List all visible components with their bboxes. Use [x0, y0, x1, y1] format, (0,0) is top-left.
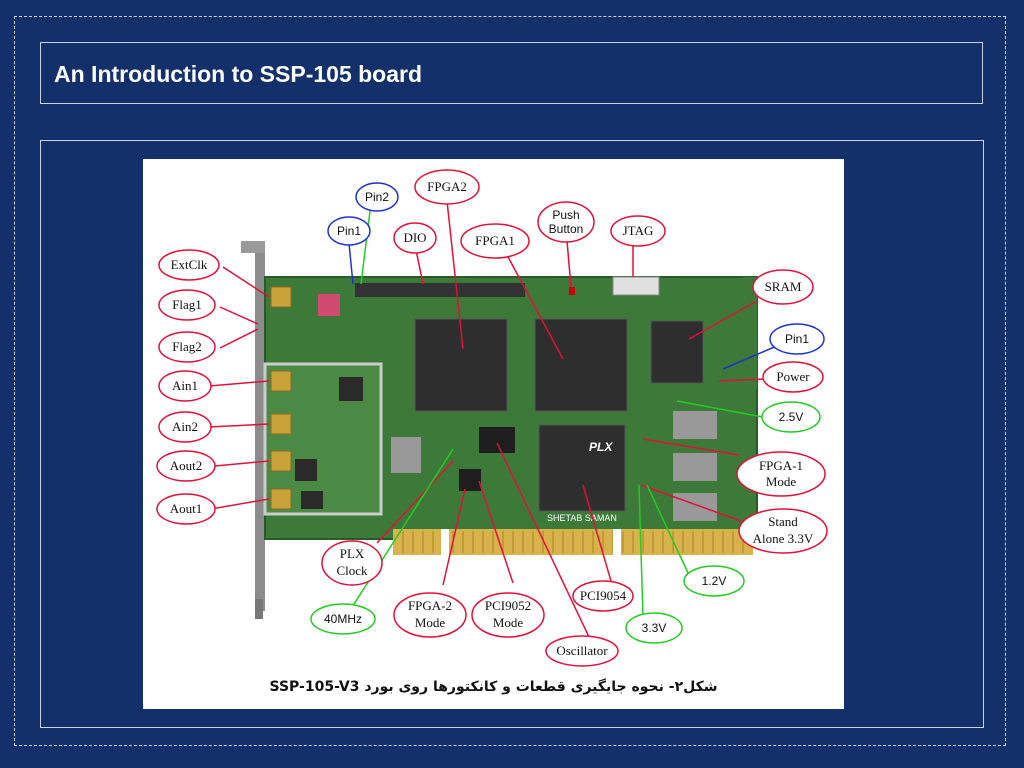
title-box: An Introduction to SSP-105 board	[40, 42, 983, 104]
red-callouts	[156, 169, 828, 667]
board-diagram: PLX SHETAB SAMAN	[156, 169, 828, 667]
label-flag2: Flag2	[172, 339, 202, 354]
pci-bracket	[241, 241, 265, 619]
blue-callouts	[327, 182, 825, 355]
label-standalone-1: Stand	[768, 514, 798, 529]
label-pin2: Pin2	[365, 190, 389, 204]
label-40mhz: 40MHz	[324, 612, 362, 626]
label-jtag: JTAG	[623, 223, 654, 238]
label-power: Power	[776, 369, 810, 384]
label-2-5v: 2.5V	[779, 410, 804, 424]
label-clock: Clock	[336, 563, 368, 578]
slide-frame	[14, 16, 1006, 746]
label-standalone-2: Alone 3.3V	[753, 531, 814, 546]
label-pin1-right: Pin1	[785, 332, 809, 346]
label-ain2: Ain2	[172, 419, 198, 434]
slide-title: An Introduction to SSP-105 board	[54, 61, 423, 87]
label-fpga1: FPGA1	[475, 233, 515, 248]
label-aout1: Aout1	[170, 501, 203, 516]
label-fpga2: FPGA2	[427, 179, 467, 194]
label-button: Button	[549, 222, 584, 236]
label-fpga2-mode-2: Mode	[415, 615, 446, 630]
label-push: Push	[552, 208, 579, 222]
label-pci9052-mode-1: PCI9052	[485, 598, 531, 613]
red-leaders	[208, 200, 766, 638]
label-3-3v: 3.3V	[642, 621, 667, 635]
label-pci9054: PCI9054	[580, 588, 627, 603]
chips: PLX SHETAB SAMAN	[295, 276, 717, 523]
blue-leaders	[348, 242, 780, 370]
green-callouts	[310, 401, 821, 644]
label-aout2: Aout2	[170, 458, 203, 473]
label-fpga1-mode-1: FPGA-1	[759, 458, 803, 473]
label-fpga1-mode-2: Mode	[766, 474, 797, 489]
board-figure: PLX SHETAB SAMAN	[143, 159, 844, 709]
callout-labels: ExtClk Flag1 Flag2 Ain1 Ain2 Aout2 Aout1…	[170, 179, 814, 658]
label-fpga2-mode-1: FPGA-2	[408, 598, 452, 613]
pci-chip-brand: PLX	[589, 440, 613, 454]
figure-caption: شکل۲- نحوه جایگیری قطعات و کانکتورها روی…	[269, 679, 718, 695]
label-dio: DIO	[403, 230, 426, 245]
green-leaders	[346, 202, 764, 618]
label-1-2v: 1.2V	[702, 574, 727, 588]
label-pin1-left: Pin1	[337, 224, 361, 238]
label-flag1: Flag1	[172, 297, 202, 312]
label-ain1: Ain1	[172, 378, 198, 393]
silkscreen-text: SHETAB SAMAN	[547, 513, 617, 523]
label-sram: SRAM	[765, 279, 802, 294]
sma-connectors	[270, 286, 292, 510]
label-plx: PLX	[340, 546, 365, 561]
label-extclk: ExtClk	[171, 257, 208, 272]
label-pci9052-mode-2: Mode	[493, 615, 524, 630]
content-box	[40, 140, 984, 728]
label-oscillator: Oscillator	[556, 643, 608, 658]
